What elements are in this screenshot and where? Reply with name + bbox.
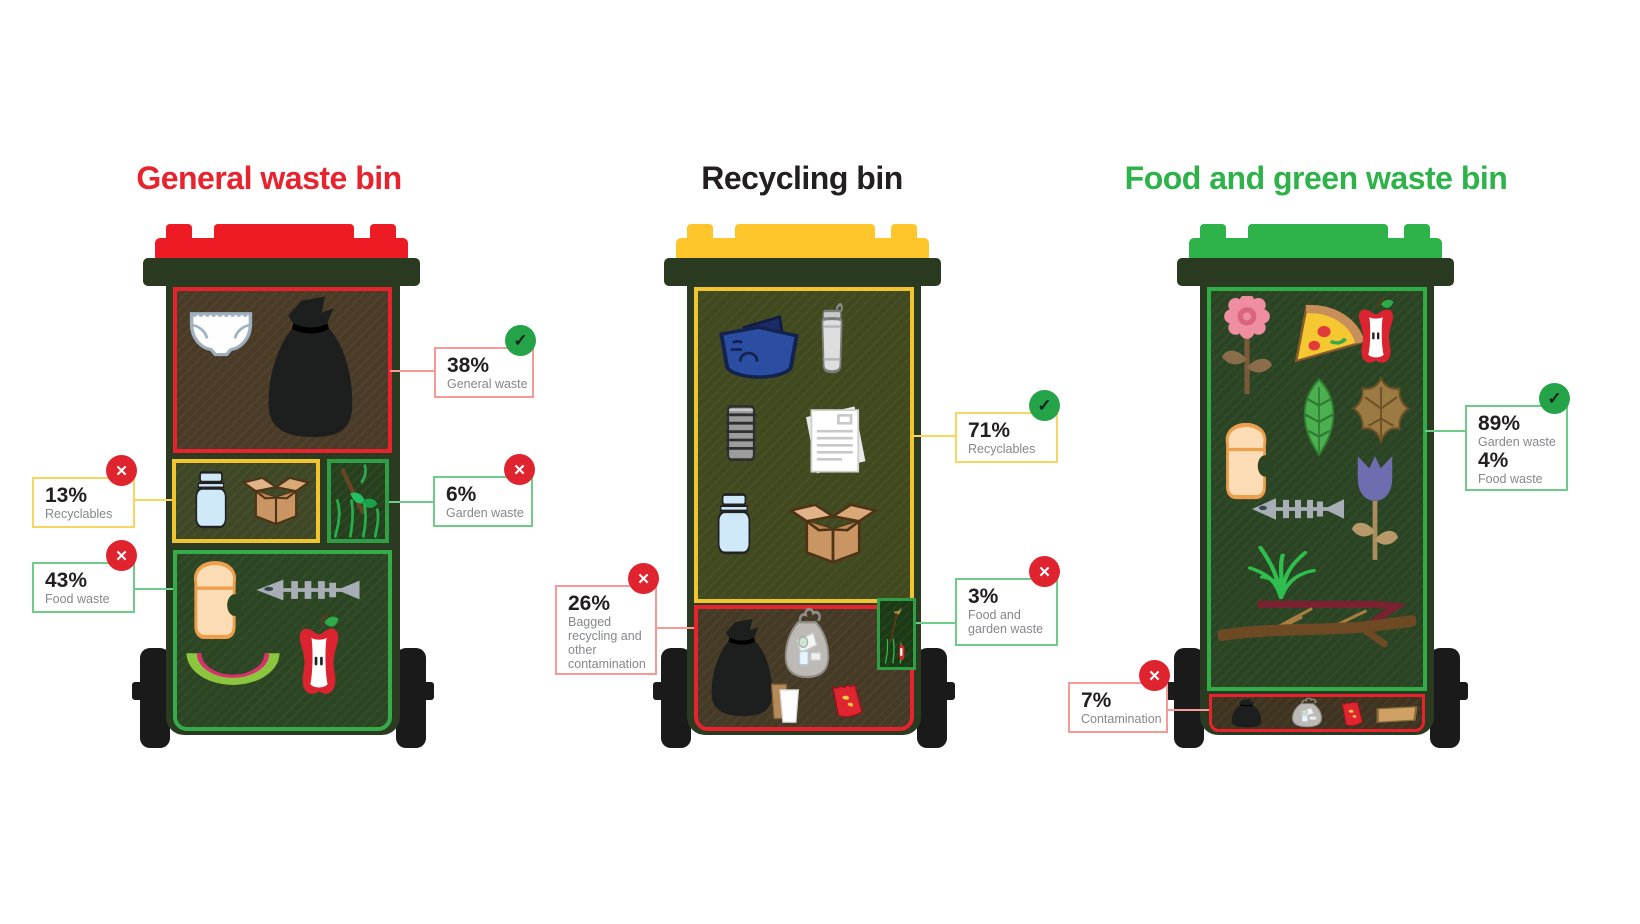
callout-line [389,501,433,503]
watermelon-icon [186,634,280,698]
bread-icon [1218,420,1274,502]
bin-wheel [140,648,170,748]
label-food-garden-waste: ✕ 3% Food and garden waste [955,556,1060,646]
label-bagged-contamination: ✕ 26% Bagged recycling and other contami… [555,563,659,675]
bin-collar [1177,258,1454,286]
tin-can-icon [714,398,768,468]
cross-badge: ✕ [1029,556,1060,587]
bin-lid-handle [1200,224,1226,242]
aluminium-can-icon [810,300,854,378]
garden-clippings-small-icon [881,602,912,666]
label-recyclables: ✓ 71% Recyclables [955,390,1060,463]
diaper-icon [186,300,256,362]
cross-badge: ✕ [1139,660,1170,691]
bin-collar [143,258,420,286]
apple-core-icon [1352,296,1400,366]
bin-lid-handle [687,224,713,242]
cross-badge: ✕ [106,540,137,571]
trash-bag-icon [1228,698,1266,728]
callout-line [390,370,434,372]
chips-packet-icon [824,680,870,720]
bin-wheel [661,648,691,748]
branch-icon [1218,592,1416,654]
chips-packet-icon [1336,698,1368,728]
wheel-axle [132,682,144,700]
wheel-axle [1166,682,1178,700]
bin-lid-handle [1248,224,1388,242]
callout-line [135,588,173,590]
check-badge: ✓ [505,325,536,356]
section-food-garden-waste [877,598,916,670]
bin-wheel [1430,648,1460,748]
bin-lid-handle [891,224,917,242]
bin-lid-handle [1404,224,1430,242]
jar-icon [190,470,232,530]
bin-collar [664,258,941,286]
bin-wheel [1174,648,1204,748]
callout-line [657,627,694,629]
fish-bones-icon [252,564,364,616]
general-waste-bin-title: General waste bin [136,160,402,196]
paper-icon [788,396,878,484]
flower-icon [1220,296,1274,398]
bin-wheel [917,648,947,748]
label-food-waste: ✕ 43% Food waste [32,540,137,613]
bread-icon [186,558,244,642]
pizza-icon [1288,298,1370,368]
label-garden-waste: ✕ 6% Garden waste [433,454,535,527]
plastic-bag-icon [776,604,838,680]
fish-bones-icon [1248,482,1348,536]
label-contamination: ✕ 7% Contamination [1068,660,1170,733]
jar-icon [712,492,756,556]
garden-clippings-icon [331,463,385,539]
apple-core-icon [292,612,346,698]
callout-line [1425,430,1465,432]
wheel-axle [653,682,665,700]
autumn-leaf-icon [1350,374,1412,446]
label-general-waste: ✓ 38% General waste [434,325,536,398]
cross-badge: ✕ [628,563,659,594]
tulip-icon [1352,452,1398,564]
check-badge: ✓ [1029,390,1060,421]
coffee-cup-icon [764,678,806,724]
trash-bag-icon [704,616,782,718]
plastic-bag-icon [1286,696,1328,728]
bin-lid-handle [370,224,396,242]
wheel-axle [943,682,955,700]
wheel-axle [1456,682,1468,700]
recycling-crate-icon [712,298,806,384]
food-green-bin-title: Food and green waste bin [1124,160,1508,196]
label-recyclables: ✕ 13% Recyclables [32,455,137,528]
callout-line [1168,709,1209,711]
cardboard-box-icon [240,466,312,532]
bin-lid-handle [735,224,875,242]
cardboard-box-icon [786,490,880,572]
recycling-bin-title: Recycling bin [701,160,903,196]
bin-lid-handle [214,224,354,242]
cardboard-piece-icon [1374,702,1420,726]
bin-lid-handle [166,224,192,242]
cross-badge: ✕ [106,455,137,486]
label-garden-food-waste: ✓ 89% Garden waste 4% Food waste [1465,383,1570,491]
callout-line [135,499,172,501]
grass-icon [1238,536,1324,600]
leaf-icon [1290,376,1348,458]
cross-badge: ✕ [504,454,535,485]
wheel-axle [422,682,434,700]
callout-line [916,622,955,624]
trash-bag-icon [258,292,366,440]
bin-wheel [396,648,426,748]
callout-line [912,435,955,437]
check-badge: ✓ [1539,383,1570,414]
